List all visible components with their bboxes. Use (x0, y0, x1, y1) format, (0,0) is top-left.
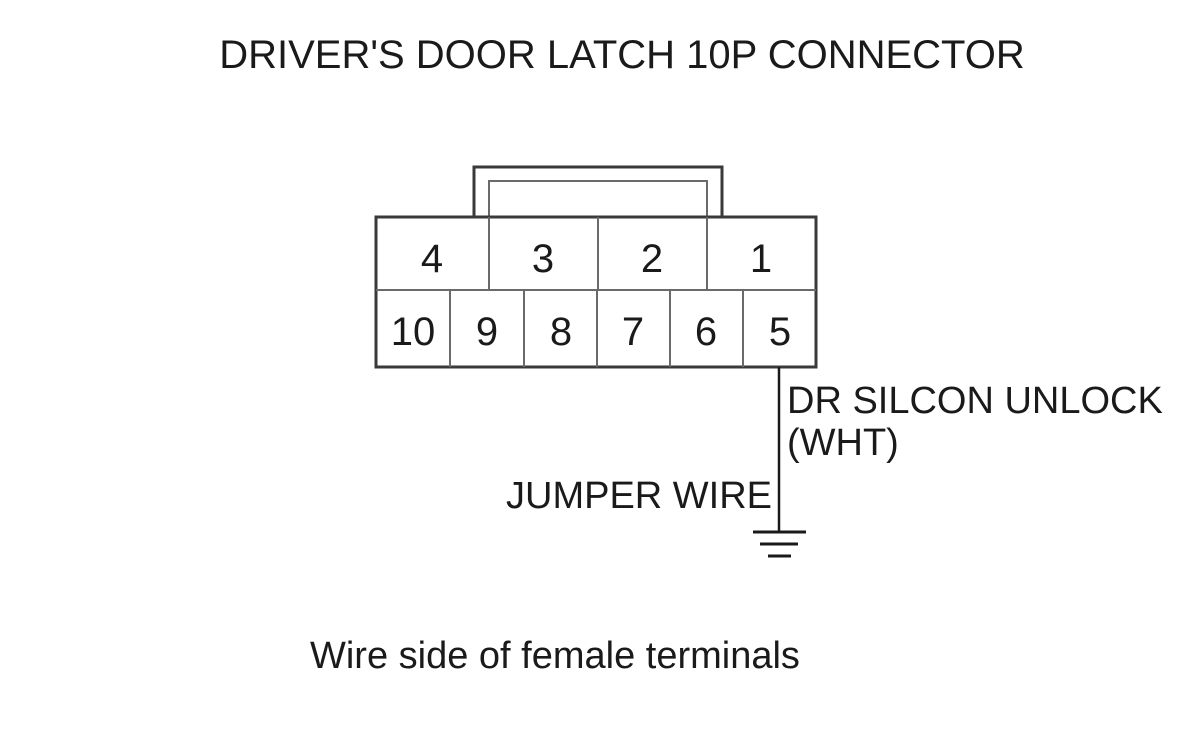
connector-housing: 4 3 2 1 10 9 8 7 6 5 (374, 165, 818, 369)
pin-5: 5 (769, 310, 791, 354)
diagram-title: DRIVER'S DOOR LATCH 10P CONNECTOR (219, 33, 1025, 77)
pin-6: 6 (695, 310, 717, 354)
pin-2: 2 (641, 237, 663, 281)
ground-symbol-icon (753, 530, 806, 558)
pin-4: 4 (421, 237, 443, 281)
pin-9: 9 (476, 310, 498, 354)
pin-1: 1 (750, 237, 772, 281)
wire-label-color: (WHT) (787, 422, 899, 464)
locking-tab (472, 165, 724, 217)
pin-8: 8 (550, 310, 572, 354)
pin-10: 10 (391, 310, 436, 354)
wire-label-circuit: DR SILCON UNLOCK (787, 380, 1163, 422)
pin-3: 3 (532, 237, 554, 281)
locking-tab-inner (488, 180, 708, 217)
pin-7: 7 (622, 310, 644, 354)
jumper-wire-label: JUMPER WIRE (506, 475, 772, 517)
diagram-caption: Wire side of female terminals (310, 635, 800, 677)
